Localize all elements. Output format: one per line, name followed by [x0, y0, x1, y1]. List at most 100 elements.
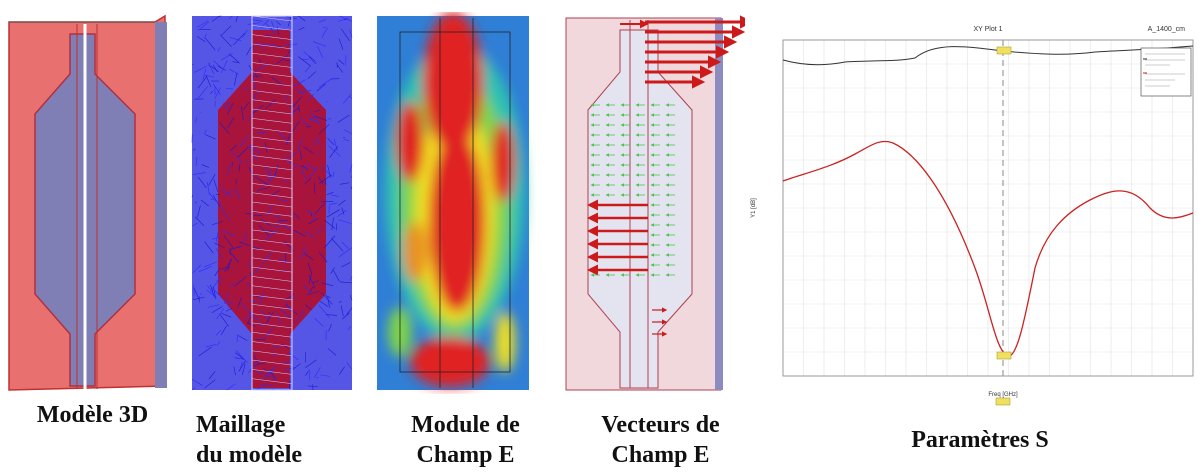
- mesh-edge: [327, 296, 330, 308]
- field-vector-small-head: [590, 103, 594, 107]
- field-vector-small-head: [650, 103, 654, 107]
- mesh-edge: [246, 283, 250, 286]
- mesh-edge: [206, 181, 210, 195]
- field-vector-small-head: [620, 163, 624, 167]
- mesh-edge: [251, 350, 293, 357]
- field-vector-small-head: [665, 233, 669, 237]
- field-vector-small-head: [605, 173, 609, 177]
- mesh-edge: [201, 164, 209, 168]
- mesh-edge: [253, 354, 260, 365]
- mesh-edge: [194, 65, 208, 73]
- mesh-edge: [315, 377, 320, 379]
- mesh-edge: [219, 314, 230, 327]
- mesh-edge: [194, 201, 197, 204]
- mesh-edge: [285, 152, 297, 160]
- mesh-edge: [211, 15, 220, 22]
- field-vector-small-head: [650, 153, 654, 157]
- field-vector-small-head: [665, 273, 669, 277]
- mesh-edge: [337, 64, 343, 73]
- caption-efield-magnitude-line1: Module de: [411, 412, 520, 438]
- mesh-edge: [221, 25, 232, 36]
- field-vector-small-head: [590, 183, 594, 187]
- field-vector-small-head: [590, 193, 594, 197]
- mesh-edge: [318, 78, 333, 88]
- mesh-edge: [254, 385, 265, 391]
- field-vector-large-head: [587, 225, 598, 237]
- mesh-edge: [279, 308, 293, 320]
- mesh-edge: [253, 247, 260, 250]
- field-vector-small-head: [605, 183, 609, 187]
- mesh-edge: [217, 65, 227, 71]
- mesh-edge: [253, 362, 266, 367]
- mesh-edge: [312, 142, 317, 146]
- mesh-edge: [234, 72, 238, 87]
- mesh-edge: [220, 52, 233, 61]
- mesh-edge: [298, 56, 311, 67]
- mesh-edge: [211, 287, 223, 298]
- mesh-edge: [327, 348, 337, 356]
- field-vector-small-head: [665, 153, 669, 157]
- mesh-edge: [234, 187, 241, 199]
- mesh-edge: [338, 199, 346, 206]
- field-vector-small-head: [620, 113, 624, 117]
- mesh-edge: [220, 325, 227, 336]
- mesh-edge: [216, 308, 224, 320]
- mesh-edge: [220, 267, 230, 270]
- mesh-edge: [325, 314, 338, 316]
- field-vector-small-head: [635, 113, 639, 117]
- mesh-edge: [251, 359, 293, 366]
- field-vector-small-head: [650, 223, 654, 227]
- mesh-edge: [214, 267, 221, 276]
- mesh-edge: [343, 129, 353, 135]
- mesh-edge: [301, 247, 307, 252]
- mesh-edge: [337, 210, 347, 217]
- mesh-edge: [298, 89, 312, 94]
- mesh-edge: [230, 245, 242, 250]
- mesh-edge: [289, 380, 291, 390]
- mesh-edge: [212, 64, 218, 73]
- field-vector-large-head: [587, 251, 598, 263]
- mesh-edge: [323, 235, 336, 249]
- mesh-edge: [229, 68, 239, 75]
- plot-legend: [1140, 47, 1192, 97]
- mesh-edge: [243, 101, 250, 110]
- mesh-edge: [317, 46, 323, 58]
- caption-s-parameters: Paramètres S: [860, 425, 1100, 455]
- field-vector-small-head: [662, 319, 668, 325]
- mesh-edge: [219, 122, 230, 135]
- field-vector-small-head: [650, 143, 654, 147]
- field-vector-small-head: [650, 133, 654, 137]
- mesh-edge: [207, 285, 216, 297]
- mesh-edge: [275, 21, 281, 26]
- mesh-edge: [350, 175, 353, 179]
- model-3d-panel: [5, 14, 177, 394]
- mesh-edge: [307, 71, 317, 80]
- mesh-edge: [195, 156, 198, 167]
- field-vector-small-head: [620, 133, 624, 137]
- mesh-edge: [303, 146, 314, 154]
- efield-magnitude-panel: [375, 12, 535, 394]
- mesh-edge: [264, 326, 274, 339]
- mesh-edge: [235, 15, 238, 22]
- mesh-edge: [314, 115, 328, 121]
- mesh-edge: [235, 350, 248, 363]
- field-vector-small-head: [605, 163, 609, 167]
- mesh-edge: [251, 285, 293, 291]
- mesh-edge: [338, 17, 349, 22]
- mesh-edge: [331, 217, 334, 231]
- mesh-edge: [318, 251, 328, 263]
- mesh-edge: [258, 58, 262, 63]
- mesh-edge: [219, 34, 232, 48]
- mesh-edge: [207, 304, 219, 308]
- mesh-edge: [308, 368, 310, 380]
- mesh-edge: [208, 64, 215, 75]
- mesh-edge: [209, 65, 219, 72]
- field-vector-small-head: [650, 193, 654, 197]
- mesh-edge: [290, 295, 295, 298]
- mesh-edge: [204, 74, 215, 78]
- mesh-edge: [251, 201, 293, 208]
- mesh-edge: [251, 331, 293, 338]
- mesh-edge: [338, 301, 342, 303]
- field-vector-small-head: [605, 153, 609, 157]
- mesh-edge: [223, 235, 234, 248]
